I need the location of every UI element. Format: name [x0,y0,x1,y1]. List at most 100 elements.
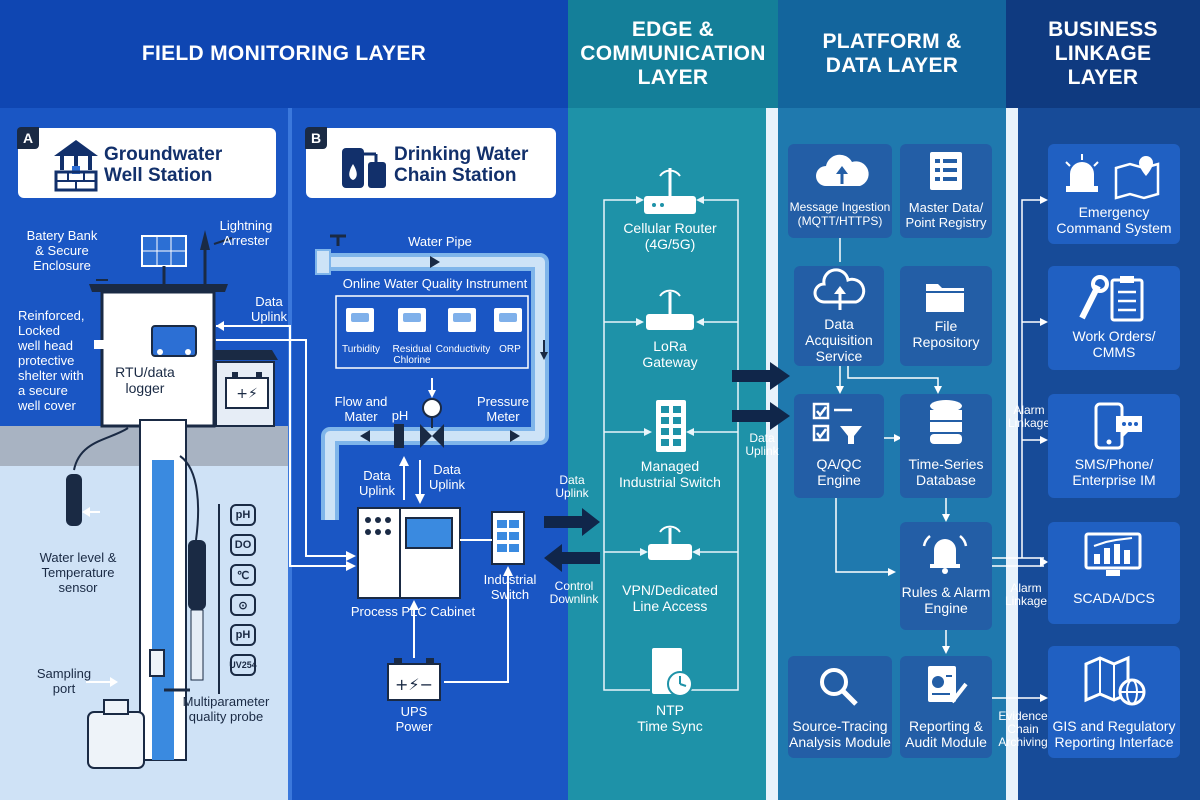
chlorine-sensor [396,306,428,334]
gis-reporting-tile: GIS and Regulatory Reporting Interface [1048,646,1180,758]
industrial-switch-label: Industrial Switch [483,572,537,602]
flow-meter-label: Flow and Mater [334,394,388,424]
platform-uplink-label: Data Uplink [745,431,779,458]
registry-list-icon [930,152,962,190]
rules-alarm-tile: Rules & Alarm Engine [900,522,992,630]
gis-map-globe-icon [1084,655,1146,706]
station-a-title: Groundwater Well Station [104,144,223,186]
edge-layer-header: EDGE & COMMUNICATION LAYER [568,0,778,108]
wrench-clipboard-icon [1079,275,1144,322]
magnifier-icon [820,668,858,706]
station-a-card: A Groundwater Well Station [17,127,276,198]
station-b-badge: B [305,127,327,149]
field-layer-header: FIELD MONITORING LAYER [0,0,568,108]
edge-uplink-label: Data Uplink [555,473,589,500]
water-pipe-label: Water Pipe [408,234,472,249]
emergency-command-tile: Emergency Command System [1048,144,1180,244]
emergency-command-label: Emergency Command System [1056,204,1172,236]
station-b-title: Drinking Water Chain Station [394,144,529,186]
reporting-audit-label: Reporting & Audit Module [905,718,987,750]
level-sensor-label: Water level & Temperature sensor [39,550,117,595]
probe-label: Multiparameter quality probe [182,694,270,724]
master-data-tile: Master Data/ Point Registry [900,144,992,238]
probe-icon-list: pH DO ℃ ⊙ pH UV254 [218,504,258,694]
scada-label: SCADA/DCS [1073,590,1155,606]
file-repository-tile: File Repository [900,266,992,366]
turbidity-label: Turbidity [342,344,380,355]
pressure-meter-label: Pressure Meter [476,394,530,424]
report-pen-icon [928,666,968,704]
checklist-filter-icon [812,402,862,444]
message-ingestion-tile: Message Ingestion (MQTT/HTTPS) [788,144,892,238]
data-acquisition-tile: Data Acquisition Service [794,266,884,366]
divider [1006,108,1018,800]
well-scene: +⚡ [0,230,352,800]
lightning-label: Lightning Arrester [219,218,273,248]
divider [766,108,778,800]
alarm-linkage-label-1: Alarm Linkage [1007,403,1051,430]
battery-label: Batery Bank & Secure Enclosure [26,228,98,273]
platform-layer-header: PLATFORM & DATA LAYER [778,0,1006,108]
source-tracing-tile: Source-Tracing Analysis Module [788,656,892,758]
sms-phone-tile: SMS/Phone/ Enterprise IM [1048,394,1180,498]
edge-item-cellular-router: Cellular Router (4G/5G) [623,220,717,252]
station-b-card: B Drinking Water Chain Station [305,127,556,198]
work-orders-tile: Work Orders/ CMMS [1048,266,1180,370]
conductivity-label: Conductivity [435,344,491,355]
station-a-badge: A [17,127,39,149]
edge-item-lora-gateway: LoRa Gateway [642,338,698,370]
timeseries-db-label: Time-Series Database [908,456,984,488]
temperature-icon: ℃ [230,564,256,586]
orp-label: ORP [499,344,521,355]
sampling-label: Sampling port [36,666,92,696]
cloud-sync-icon [813,268,866,310]
instrument-label: Online Water Quality Instrument [342,276,528,291]
scada-tile: SCADA/DCS [1048,522,1180,624]
message-ingestion-label: Message Ingestion (MQTT/HTTPS) [789,200,891,228]
evidence-archiving-label: Evidence Chain Archiving [998,709,1048,749]
ph-icon: pH [230,624,256,646]
well-uplink-label: Data Uplink [250,294,288,324]
timeseries-db-tile: Time-Series Database [900,394,992,498]
rtu-label: RTU/data logger [115,364,175,396]
turbidity-sensor [344,306,376,334]
ph-icon: pH [230,504,256,526]
edge-item-managed-switch: Managed Industrial Switch [619,458,721,490]
reporting-audit-tile: Reporting & Audit Module [900,656,992,758]
conductivity-sensor [446,306,478,334]
cloud-upload-icon [816,154,869,186]
scada-monitor-icon [1084,532,1142,576]
gis-reporting-label: GIS and Regulatory Reporting Interface [1052,718,1176,750]
svg-text:+⚡: +⚡ [236,386,258,402]
qaqc-label: QA/QC Engine [816,456,862,488]
siren-map-icon [1065,154,1160,200]
plc-cabinet-label: Process PLC Cabinet [350,604,476,619]
shelter-label: Reinforced, Locked well head protective … [18,308,85,413]
phone-chat-icon [1094,402,1142,450]
business-layer-header: BUSINESS LINKAGE LAYER [1006,0,1200,108]
alarm-linkage-label-2: Alarm Linkage [1004,581,1048,608]
qaqc-tile: QA/QC Engine [794,394,884,498]
water-plant-icon [342,148,386,188]
edge-item-vpn-access: VPN/Dedicated Line Access [622,582,718,614]
work-orders-label: Work Orders/ CMMS [1072,328,1156,360]
rules-alarm-label: Rules & Alarm Engine [901,584,991,616]
ups-label: UPS Power [395,704,433,734]
file-repository-label: File Repository [912,318,980,350]
uv254-icon: UV254 [229,654,257,676]
sms-phone-label: SMS/Phone/ Enterprise IM [1072,456,1156,488]
source-tracing-label: Source-Tracing Analysis Module [789,718,891,750]
orp-sensor [492,306,524,334]
conductivity-icon: ⊙ [230,594,256,616]
folder-icon [926,284,964,312]
data-acquisition-label: Data Acquisition Service [805,316,873,364]
master-data-label: Master Data/ Point Registry [905,200,987,230]
station-b-scene: +⚡− [216,234,600,701]
edge-item-ntp-sync: NTP Time Sync [637,702,703,734]
database-icon [930,400,962,444]
chlorine-label: Residual Chlorine [392,344,432,366]
do-icon: DO [230,534,256,556]
plc-uplink-label-2: Data Uplink [428,462,466,492]
